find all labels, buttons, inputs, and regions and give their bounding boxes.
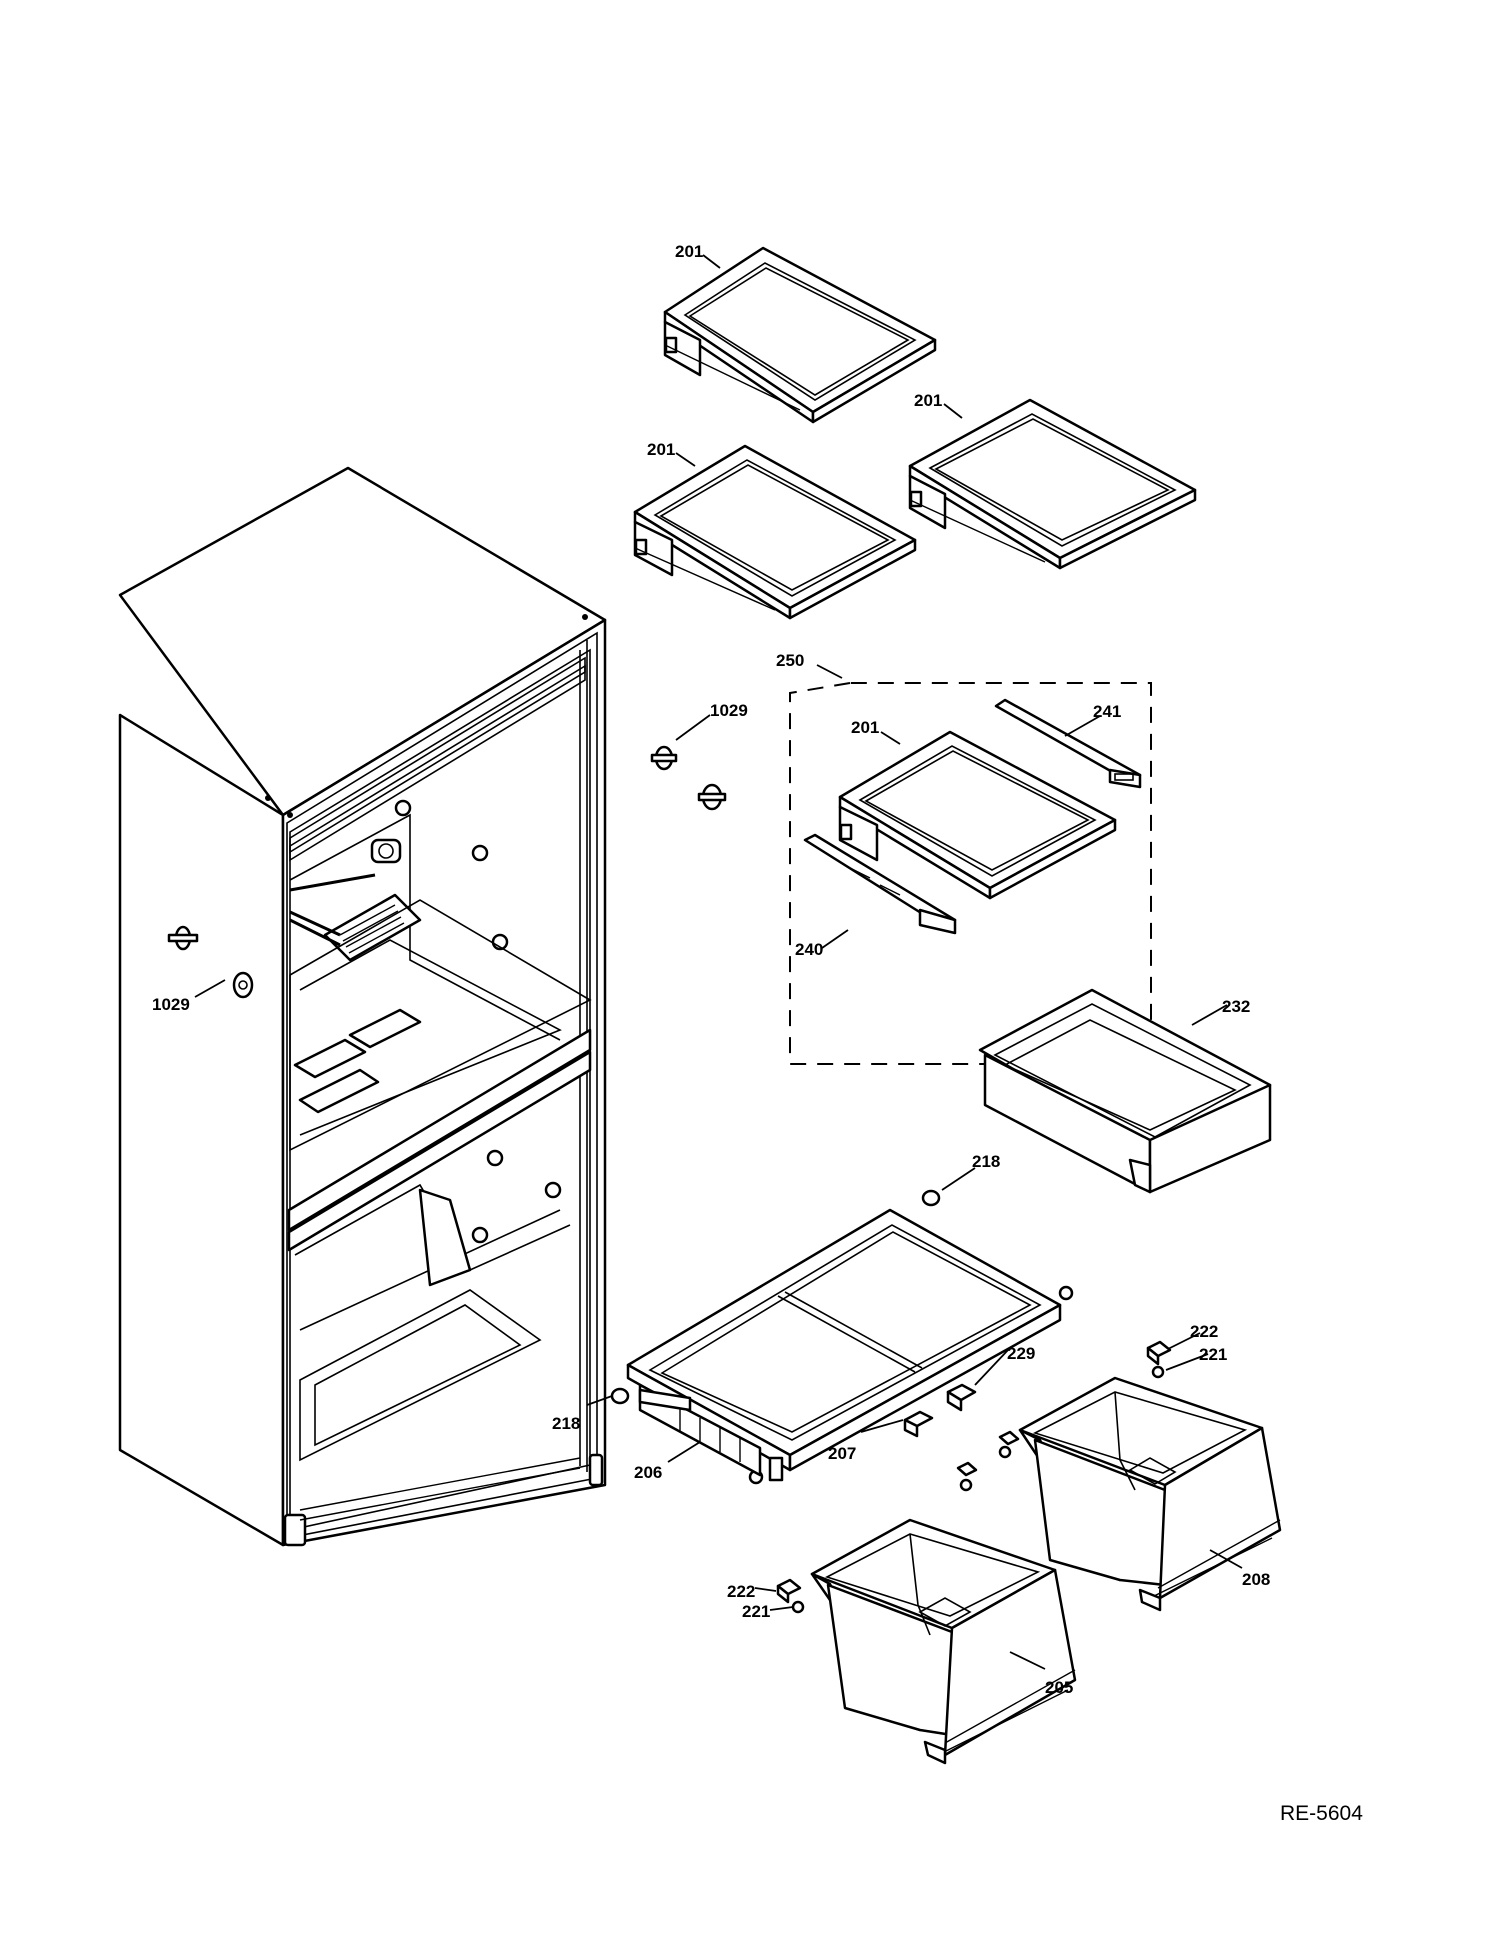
callout-221-upper: 221: [1199, 1345, 1227, 1364]
rail-240: [803, 833, 957, 935]
callout-222-lower: 222: [727, 1582, 755, 1601]
glide-218-upper: [921, 1189, 941, 1207]
callout-1029-upper: 1029: [710, 701, 748, 720]
bracket-222-upper: [1146, 1340, 1172, 1366]
drawer-208: [1018, 1376, 1282, 1612]
shelf-201-left: [633, 444, 917, 620]
callout-218-lower: 218: [552, 1414, 580, 1433]
callout-250: 250: [776, 651, 804, 670]
shelf-support-pair-cabinet: [167, 925, 254, 999]
kit-250-boundary: [789, 682, 1152, 1065]
callout-201-right: 201: [914, 391, 942, 410]
callout-241: 241: [1093, 702, 1121, 721]
rail-241: [994, 698, 1142, 789]
callout-206: 206: [634, 1463, 662, 1482]
refrigerator-cabinet: [118, 466, 607, 1547]
vent-grille: [339, 904, 405, 954]
callout-201-top: 201: [675, 242, 703, 261]
glide-218-lower: [610, 1387, 630, 1405]
pin-221-upper: [1151, 1365, 1165, 1379]
callout-208: 208: [1242, 1570, 1270, 1589]
callout-218-upper: 218: [972, 1152, 1000, 1171]
callout-1029-lower: 1029: [152, 995, 190, 1014]
callout-201-kit: 201: [851, 718, 879, 737]
bracket-222-lower: [776, 1578, 802, 1604]
latch-229: [946, 1383, 977, 1412]
callout-207: 207: [828, 1444, 856, 1463]
callout-221-lower: 221: [742, 1602, 770, 1621]
callout-222-upper: 222: [1190, 1322, 1218, 1341]
pin-221-lower: [791, 1600, 805, 1614]
shelf-201-top: [663, 246, 937, 424]
leader-lines: [194, 254, 1243, 1670]
clip-207: [903, 1410, 934, 1438]
callout-232: 232: [1222, 997, 1250, 1016]
drawing-code: RE-5604: [1280, 1802, 1363, 1825]
drawer-bracket-loose: [956, 1430, 1020, 1492]
drawer-205: [810, 1518, 1077, 1765]
callout-229: 229: [1007, 1344, 1035, 1363]
cover-206: [626, 1208, 1062, 1482]
callout-201-left: 201: [647, 440, 675, 459]
shelf-201-kit: [838, 730, 1117, 900]
callout-240: 240: [795, 940, 823, 959]
callout-labels: 201 201 201 250 201 241 240 1029 1029 23…: [152, 242, 1270, 1697]
shelf-201-right: [908, 398, 1197, 570]
shelf-support-pair-loose: [650, 745, 727, 811]
callout-205: 205: [1045, 1678, 1073, 1697]
pan-232: [978, 988, 1272, 1194]
